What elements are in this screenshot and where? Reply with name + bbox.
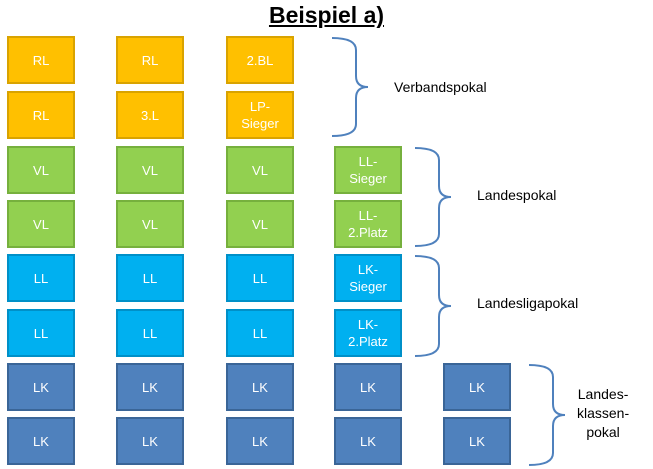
cell-r7-c1: LK [7,363,75,411]
cell-r6-c1: LL [7,309,75,357]
label-verbandspokal: Verbandspokal [394,79,487,95]
cell-r5-c1: LL [7,254,75,302]
cell-r2-c2: 3.L [116,91,184,139]
cell-r7-c4: LK [334,363,402,411]
cell-r4-c3: VL [226,200,294,248]
brace-verbandspokal [331,37,369,137]
cell-r2-c1: RL [7,91,75,139]
cell-r1-c3: 2.BL [226,36,294,84]
label-landesklassenpokal: Landes- klassen- pokal [577,386,630,440]
cell-r8-c4: LK [334,417,402,465]
brace-landespokal [414,147,452,247]
cell-r7-c2: LK [116,363,184,411]
cell-r2-c3: LP- Sieger [226,91,294,139]
cell-r4-c1: VL [7,200,75,248]
cell-r3-c4: LL- Sieger [334,146,402,194]
cell-r6-c3: LL [226,309,294,357]
brace-landesklassenpokal [528,364,566,466]
brace-landesligapokal [414,255,452,357]
cell-r5-c3: LL [226,254,294,302]
cell-r5-c4: LK- Sieger [334,254,402,302]
cell-r3-c1: VL [7,146,75,194]
cell-r3-c2: VL [116,146,184,194]
label-landesligapokal: Landesligapokal [477,295,579,311]
cell-r8-c5: LK [443,417,511,465]
cell-r5-c2: LL [116,254,184,302]
diagram-title: Beispiel a) [268,2,385,28]
cell-r8-c3: LK [226,417,294,465]
cell-r1-c2: RL [116,36,184,84]
cell-r7-c5: LK [443,363,511,411]
cell-r1-c1: RL [7,36,75,84]
cell-r6-c2: LL [116,309,184,357]
cell-r7-c3: LK [226,363,294,411]
cell-r4-c2: VL [116,200,184,248]
cell-r3-c3: VL [226,146,294,194]
cell-r4-c4: LL- 2.Platz [334,200,402,248]
cell-r8-c1: LK [7,417,75,465]
cell-r6-c4: LK- 2.Platz [334,309,402,357]
label-landespokal: Landespokal [477,187,557,203]
cell-r8-c2: LK [116,417,184,465]
